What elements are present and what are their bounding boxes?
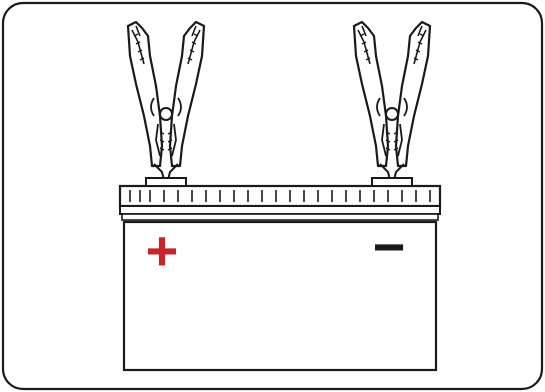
negative-terminal-symbol: − [373,215,406,278]
positive-terminal-symbol: + [146,219,179,282]
car-battery-icon [118,184,442,372]
